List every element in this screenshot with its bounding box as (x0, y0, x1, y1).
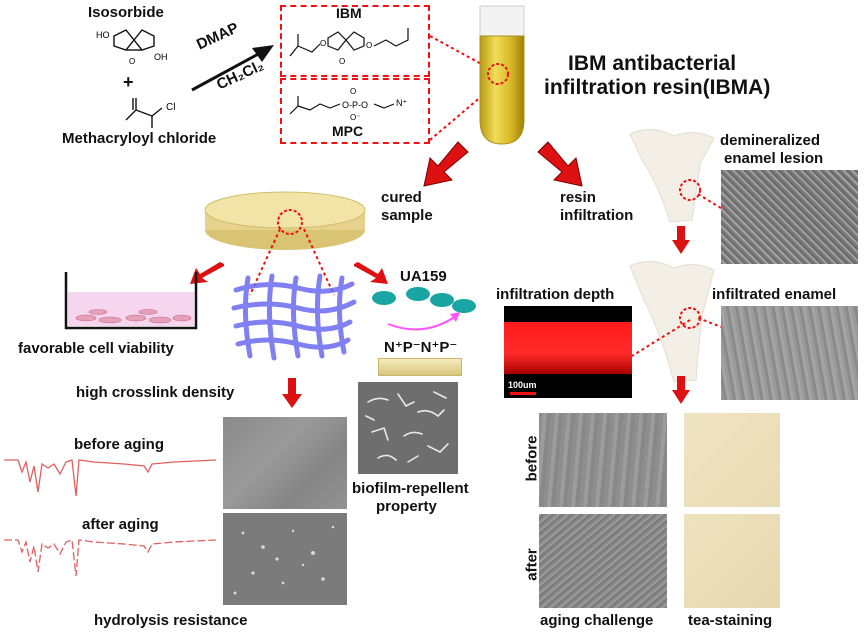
arrow-to-biofilm (354, 262, 388, 284)
methacryloyl-chloride-label: Methacryloyl chloride (62, 130, 217, 147)
after-label: after (523, 548, 541, 581)
aging-after-sem-image (539, 514, 667, 608)
tea-after-image (684, 514, 780, 608)
ibm-label: IBM (336, 5, 362, 21)
crosslink-network-mesh (231, 273, 357, 361)
arrow-to-hydrolysis (282, 378, 302, 408)
confocal-red-layer (504, 322, 632, 374)
bacteria-cells (372, 287, 476, 331)
resin-title-line-1: IBM antibacterial (568, 52, 737, 75)
crosslink-label: high crosslink density (76, 384, 235, 401)
infiltrated-enamel-label: infiltrated enamel (712, 286, 837, 303)
isosorbide-structure: HO OH O (96, 29, 168, 66)
demineralized-tooth (629, 129, 715, 223)
after-aging-spectrum (4, 539, 217, 577)
demineralized-connector (697, 193, 725, 211)
tea-staining-label: tea-staining (688, 612, 773, 629)
svg-text:Cl: Cl (166, 102, 175, 113)
mpc-label: MPC (332, 123, 364, 139)
ua159-label: UA159 (400, 268, 447, 285)
svg-text:O⁻: O⁻ (350, 113, 360, 122)
before-aging-spectrum (4, 459, 217, 497)
svg-text:O-P-O: O-P-O (342, 100, 368, 110)
cured-sample-label-2: sample (381, 207, 433, 224)
demineralized-label-1: demineralized (720, 132, 821, 149)
svg-text:HO: HO (96, 30, 110, 40)
cured-sample-disk (204, 191, 366, 250)
hydrolysis-label: hydrolysis resistance (94, 612, 248, 629)
biofilm-label-1: biofilm-repellent (352, 480, 469, 497)
depth-connector (631, 319, 691, 357)
svg-text:O: O (320, 39, 326, 48)
after-aging-label: after aging (82, 516, 159, 533)
tea-before-image (684, 413, 780, 507)
infiltrated-enamel-sem-image (721, 306, 858, 400)
arrow-to-cured-sample (423, 141, 469, 187)
arrow-to-infiltrated-tooth (672, 226, 690, 254)
ibm-box (280, 5, 430, 77)
svg-text:N⁺: N⁺ (396, 98, 407, 108)
arrow-to-cell-viability (190, 262, 224, 284)
before-aging-label: before aging (74, 436, 165, 453)
arrow-to-aging-panels (672, 376, 690, 404)
resin-title-line-2: infiltration resin(IBMA) (544, 76, 771, 99)
svg-text:O: O (366, 41, 372, 50)
resin-test-tube (479, 5, 525, 145)
aging-before-sem-image (539, 413, 667, 507)
svg-text:O: O (339, 57, 345, 66)
before-aging-sem-image (223, 417, 347, 509)
cell-viability-label: favorable cell viability (18, 340, 174, 357)
isosorbide-label: Isosorbide (88, 4, 164, 21)
resin-infiltration-label-2: infiltration (560, 207, 634, 224)
before-label: before (523, 435, 541, 482)
zwitterion-surface (378, 358, 462, 376)
arrow-to-resin-infiltration (537, 141, 583, 187)
svg-text:O: O (350, 87, 356, 96)
mpc-structure: O-P-O N⁺ O O⁻ (289, 87, 407, 122)
plus-sign: + (123, 72, 134, 92)
cured-sample-label-1: cured (381, 189, 422, 206)
methacryloyl-chloride-structure: Cl (125, 98, 175, 128)
scale-bar-label: 100um (508, 380, 537, 390)
ibm-structure: O O O (289, 28, 409, 66)
confocal-depth-image: 100um (504, 306, 632, 398)
cell-culture-well (64, 272, 198, 330)
after-aging-sem-image (223, 513, 347, 605)
svg-text:OH: OH (154, 52, 168, 62)
infiltrated-connector (697, 317, 725, 329)
infiltration-depth-label: infiltration depth (496, 286, 615, 303)
mpc-box (280, 78, 430, 144)
demineralized-label-2: enamel lesion (724, 150, 824, 167)
scale-bar (510, 392, 536, 395)
biofilm-sem-image (358, 382, 458, 474)
svg-text:O: O (129, 57, 135, 66)
reaction-arrow (191, 45, 274, 92)
zwitterion-label: N⁺P⁻N⁺P⁻ (384, 339, 458, 356)
resin-infiltration-label-1: resin (560, 189, 596, 206)
biofilm-label-2: property (376, 498, 437, 515)
demineralized-sem-image (721, 170, 858, 264)
aging-challenge-label: aging challenge (540, 612, 654, 629)
